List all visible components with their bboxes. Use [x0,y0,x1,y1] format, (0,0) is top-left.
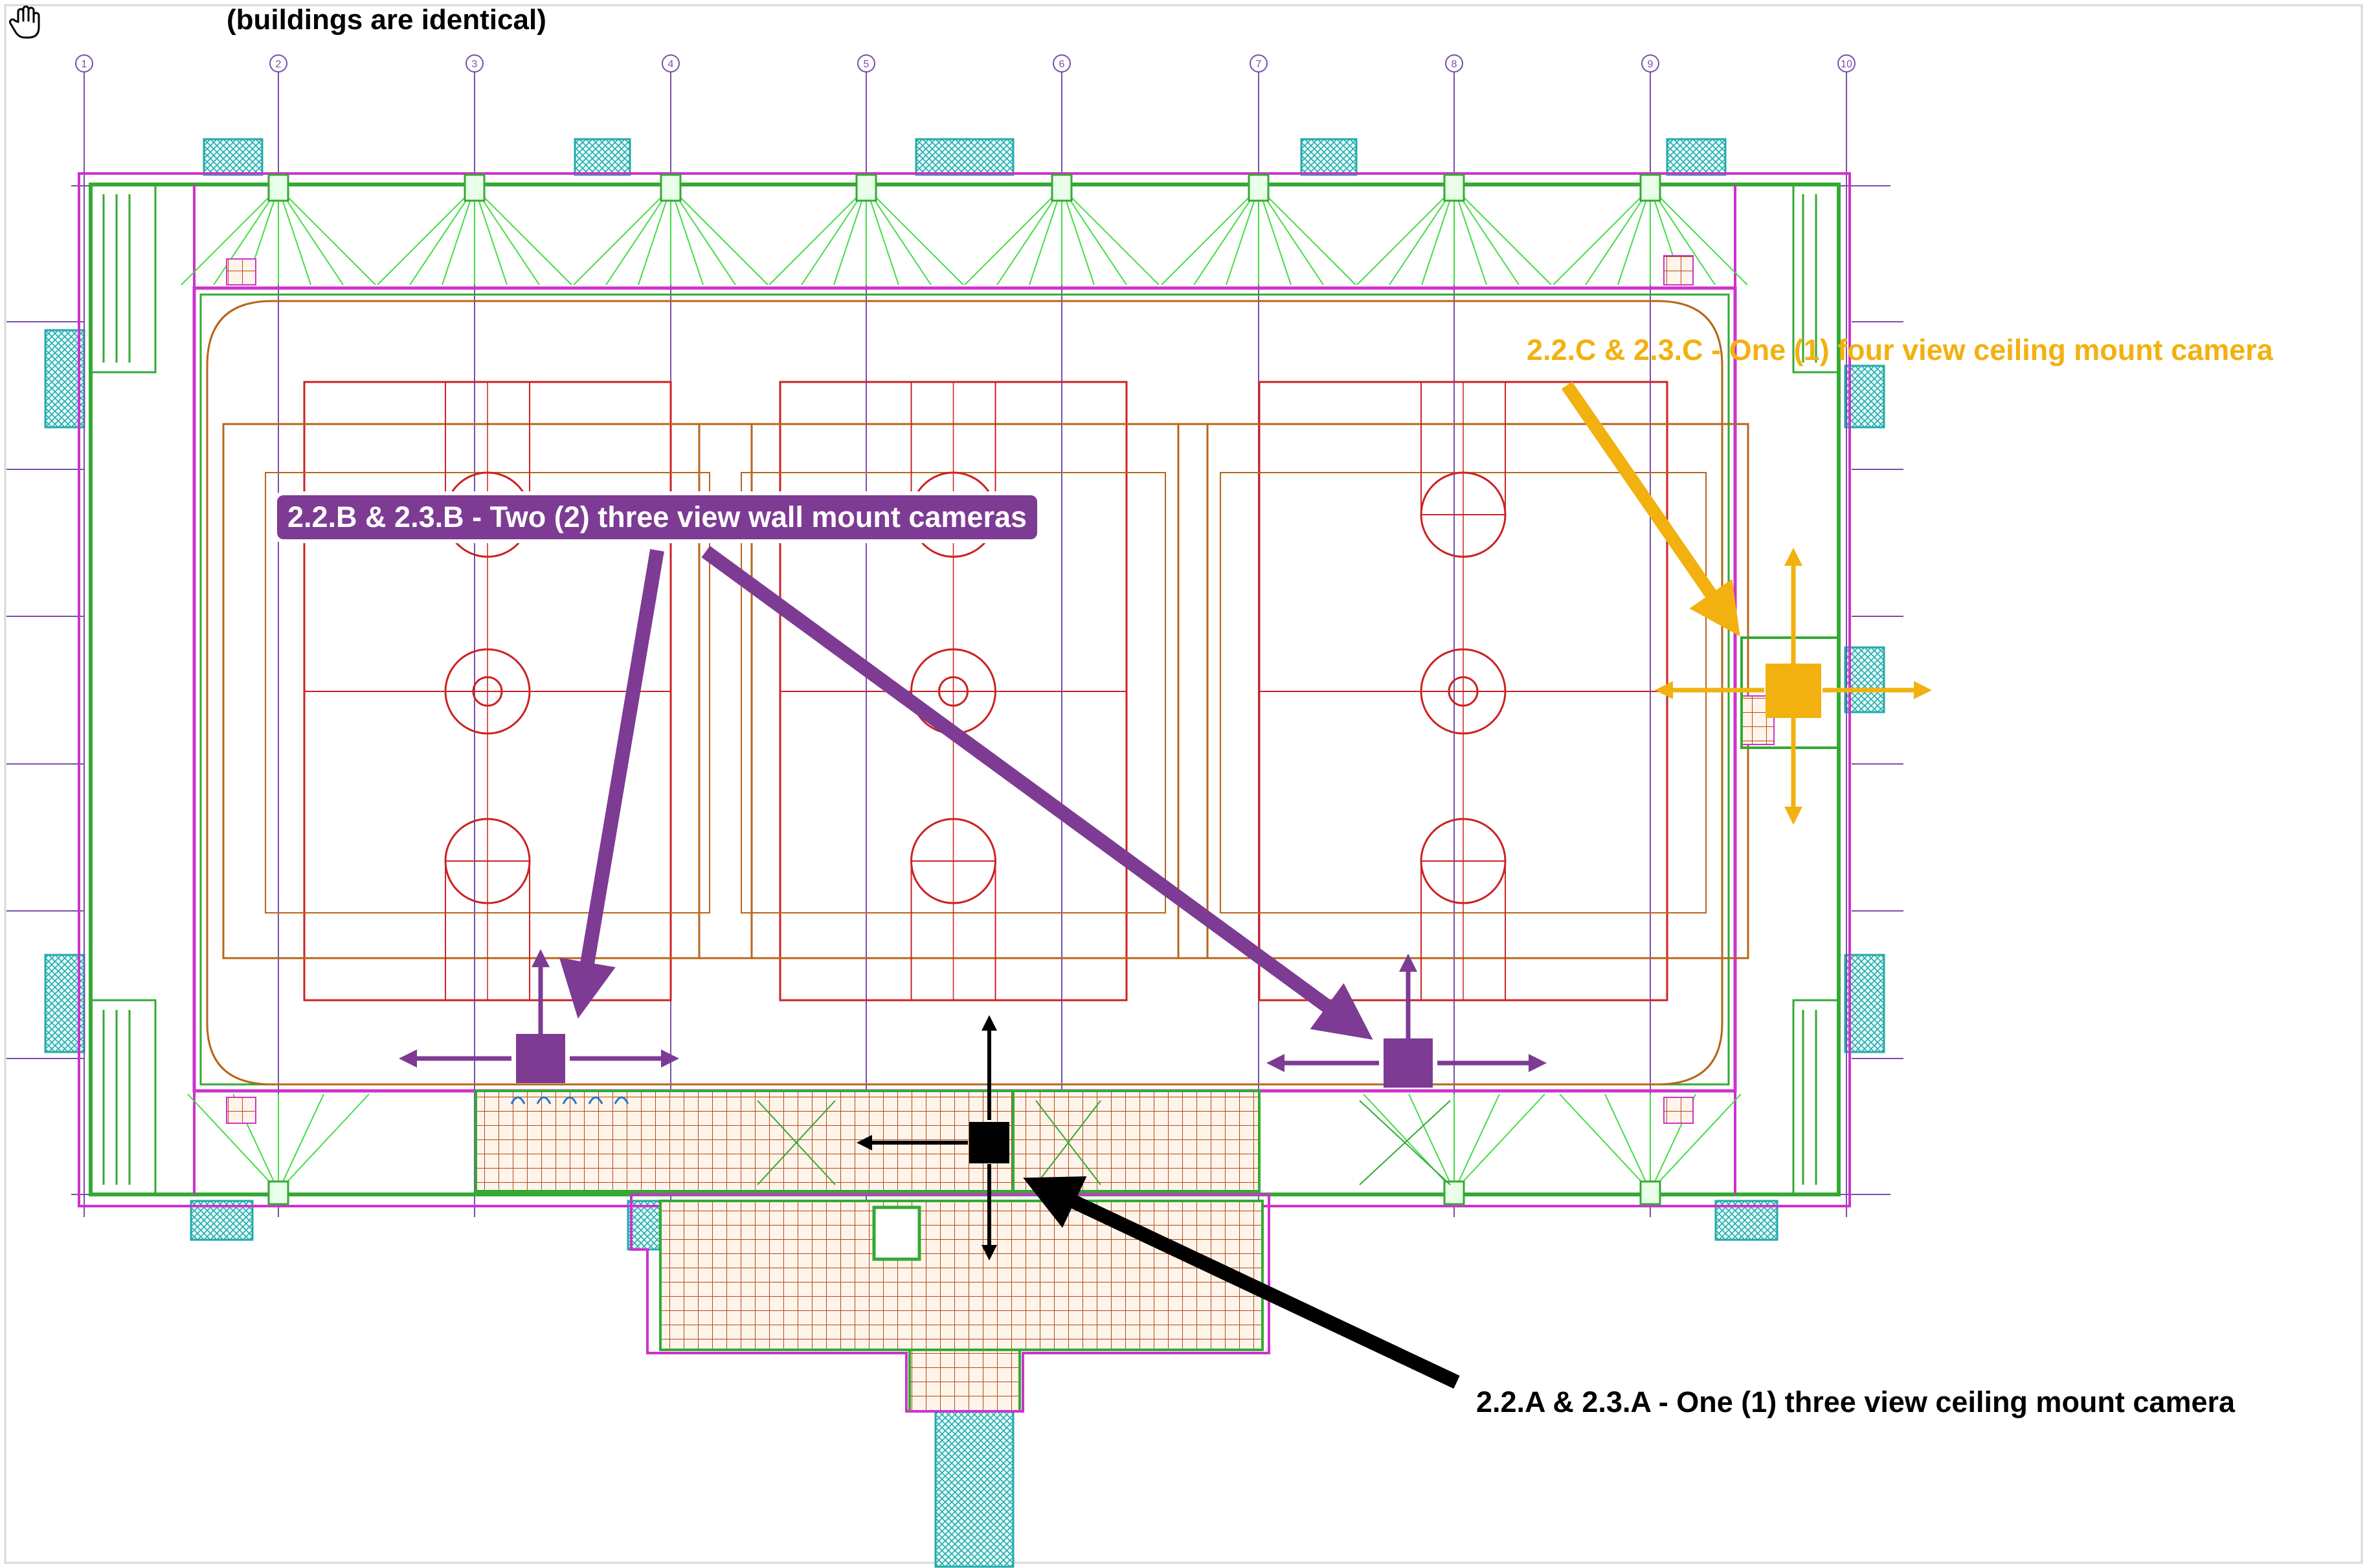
svg-text:8: 8 [1452,59,1457,70]
grid-bubble-4: 4 [662,54,680,73]
svg-text:10: 10 [1841,59,1852,70]
court [698,381,1209,1002]
column-grid-lines [6,71,1903,1217]
grid-bubble-10: 10 [1837,54,1856,73]
corner-hatches [226,255,1840,1124]
svg-text:5: 5 [864,59,869,70]
page-heading: (buildings are identical) [227,4,546,36]
grid-bubble-5: 5 [857,54,875,73]
svg-text:4: 4 [668,59,674,70]
camera-a-label: 2.2.A & 2.3.A - One (1) three view ceili… [1476,1385,2236,1418]
svg-text:1: 1 [82,59,87,70]
svg-text:6: 6 [1059,59,1065,70]
camera-coverage-bottom [187,1093,1742,1205]
camera-coverage-top [181,174,1748,286]
svg-text:2: 2 [276,59,282,70]
camera-c-marker [1766,664,1821,718]
grid-bubble-3: 3 [466,54,484,73]
camera-c-label: 2.2.C & 2.3.C - One (1) four view ceilin… [1527,333,2273,366]
grid-bubble-7: 7 [1250,54,1268,73]
svg-text:3: 3 [472,59,478,70]
grid-bubble-9: 9 [1641,54,1659,73]
camera-markers [399,381,1932,1389]
callout-arrow-b [701,546,1373,1040]
basketball-courts [222,381,1749,1002]
camera-b-label: 2.2.B & 2.3.B - Two (2) three view wall … [277,495,1038,539]
court [222,381,753,1002]
building-walls [78,172,1851,1207]
svg-text:9: 9 [1648,59,1654,70]
grid-bubble-6: 6 [1053,54,1071,73]
callout-arrow-b [559,549,664,1019]
svg-text:7: 7 [1256,59,1262,70]
hand-pan-icon[interactable] [6,3,45,41]
court [1177,381,1749,1002]
grid-bubble-8: 8 [1445,54,1463,73]
camera-b-marker [1384,1038,1433,1088]
lower-wing [475,1090,1451,1413]
callout-arrow-c [1561,381,1740,636]
grid-bubble-2: 2 [269,54,287,73]
grid-bubble-1: 1 [75,54,93,73]
grid-bubbles: 1 2 3 4 5 6 7 8 9 10 [75,54,1856,73]
camera-b-marker [516,1034,565,1083]
camera-a-marker [969,1122,1009,1163]
callout-arrow-a [1023,1176,1460,1389]
stairwells [89,183,1840,1196]
court-boundary [206,300,1723,1086]
